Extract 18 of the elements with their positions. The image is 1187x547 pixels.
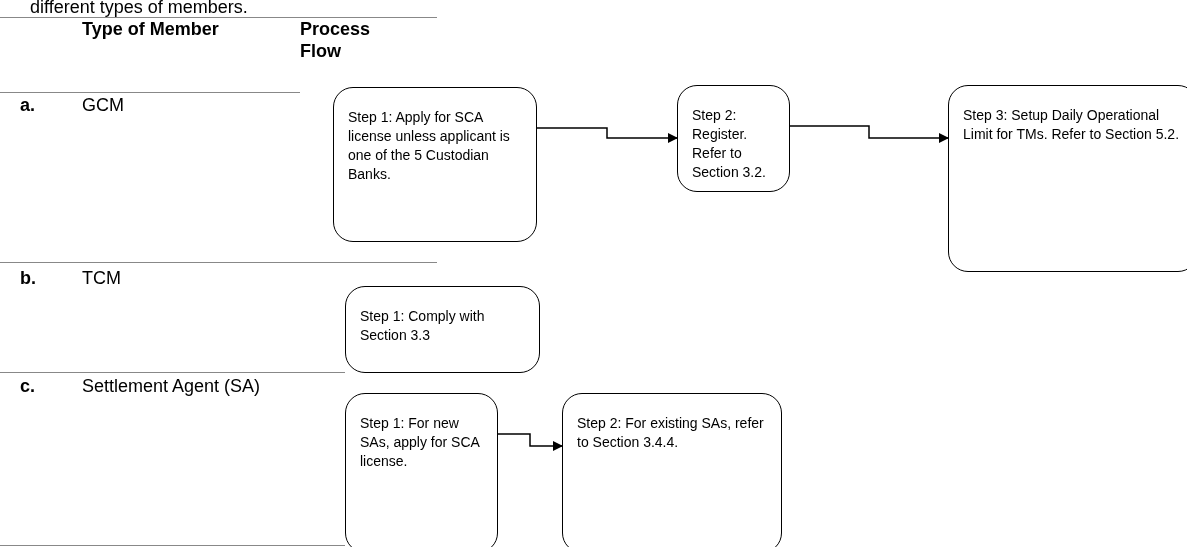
arrow [536,127,678,143]
member-type: TCM [82,267,122,289]
row-letter: c. [20,375,36,397]
row-letter: b. [20,267,37,289]
column-header: Type of Member [82,18,220,40]
process-box: Step 2: Register. Refer to Section 3.2. [677,85,790,192]
row-letter: a. [20,94,36,116]
arrow [789,125,949,143]
process-box: Step 1: Apply for SCA license unless applicant is one of the 5 Custodian Banks. [333,87,537,242]
process-box: Step 1: For new SAs, apply for SCA license. [345,393,498,547]
arrow [497,433,563,451]
member-type: Settlement Agent (SA) [82,375,262,397]
process-box: Step 1: Comply with Section 3.3 [345,286,540,373]
member-type: GCM [82,94,125,116]
column-header: Process Flow [300,18,372,62]
process-box: Step 2: For existing SAs, refer to Section 3.4.4. [562,393,782,547]
process-box: Step 3: Setup Daily Operational Limit for TMs. Refer to Section 5.2. [948,85,1187,272]
top-note: different types of members. [30,0,249,18]
